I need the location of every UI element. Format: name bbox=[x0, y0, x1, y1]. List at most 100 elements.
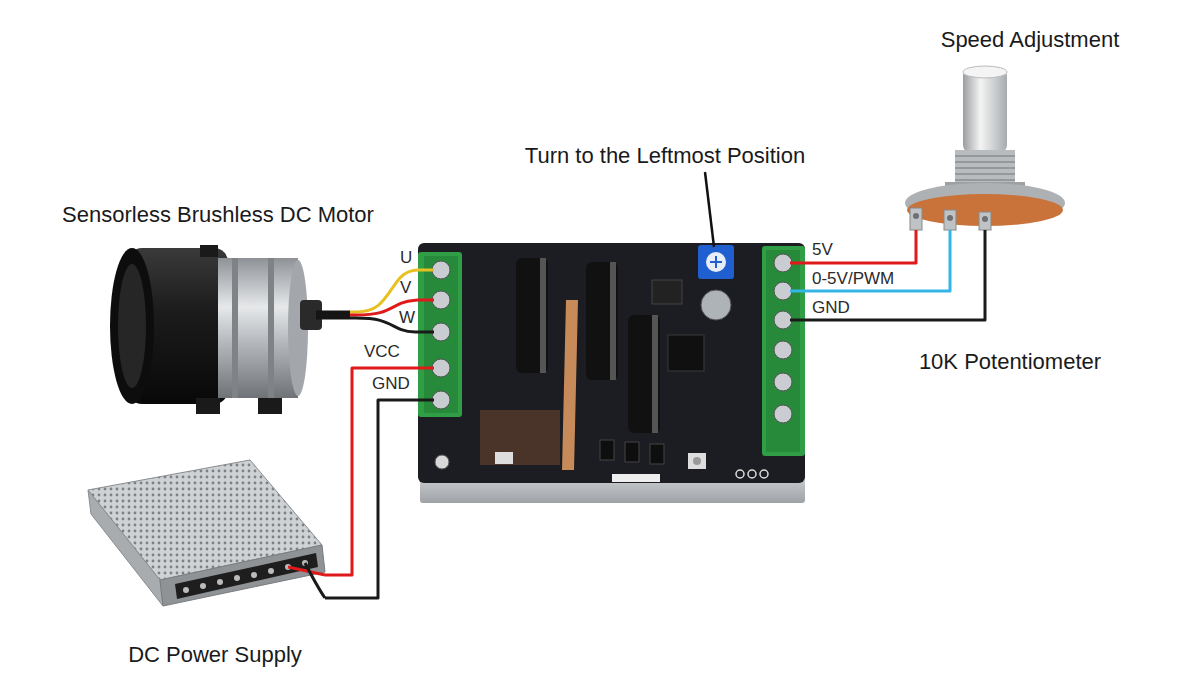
copper-pad bbox=[480, 410, 560, 465]
pot-shaft bbox=[963, 68, 1007, 153]
wire-label: 5V bbox=[812, 240, 833, 260]
motor-tab bbox=[200, 245, 218, 257]
terminal-screw bbox=[774, 282, 792, 300]
psu-side bbox=[88, 490, 163, 606]
terminal-screw bbox=[774, 254, 792, 272]
terminal-block bbox=[762, 246, 805, 456]
small-capacitor bbox=[701, 290, 731, 320]
terminal-screw bbox=[774, 373, 792, 391]
motor-body bbox=[218, 258, 298, 398]
transistor bbox=[600, 440, 614, 460]
wire bbox=[805, 230, 950, 291]
wire-end bbox=[418, 299, 434, 302]
header bbox=[612, 474, 660, 482]
component-node: Sensorless Brushless DC Motor bbox=[115, 240, 350, 415]
motor-intake bbox=[110, 248, 154, 404]
power-supply-illustration bbox=[88, 460, 325, 606]
psu-terminal bbox=[251, 572, 257, 578]
component-label: DC Power Supply bbox=[65, 642, 365, 668]
psu-terminal-strip bbox=[175, 553, 318, 599]
component-label: Turn to the Leftmost Position bbox=[455, 143, 875, 169]
wire-end bbox=[418, 269, 434, 272]
transistor bbox=[625, 442, 639, 462]
motor-illustration bbox=[110, 245, 350, 414]
terminal-screw bbox=[432, 359, 450, 377]
motor-rib bbox=[232, 258, 238, 398]
transistor bbox=[650, 444, 664, 464]
pot-thread bbox=[955, 156, 1015, 180]
wire-label: W bbox=[399, 308, 415, 328]
pin-hole bbox=[760, 470, 768, 478]
pot-pin bbox=[910, 208, 922, 230]
pot-shaft-top bbox=[963, 66, 1007, 78]
motor-rib bbox=[268, 258, 274, 398]
component-label: Speed Adjustment bbox=[880, 27, 1180, 53]
terminal-block-face bbox=[766, 250, 800, 452]
capacitor bbox=[586, 262, 618, 380]
trimpot-slot bbox=[715, 256, 717, 268]
pin-hole bbox=[736, 470, 744, 478]
wire-label: GND bbox=[372, 374, 410, 394]
pot-pin-hole bbox=[982, 216, 988, 222]
wire-end bbox=[790, 319, 805, 322]
motor-mount bbox=[196, 398, 220, 414]
capacitor-stripe bbox=[652, 315, 658, 433]
psu-front bbox=[160, 545, 325, 606]
terminal-screw bbox=[432, 261, 450, 279]
pot-pin-hole bbox=[947, 215, 953, 221]
psu-terminal bbox=[183, 587, 189, 593]
terminal-screw bbox=[774, 341, 792, 359]
wire bbox=[805, 230, 916, 263]
motor-cable bbox=[316, 311, 350, 320]
wire-end bbox=[418, 367, 434, 370]
wire-end bbox=[418, 331, 434, 334]
pcb bbox=[418, 243, 805, 483]
component-label: Sensorless Brushless DC Motor bbox=[18, 202, 418, 228]
pot-bushing bbox=[955, 150, 1015, 184]
component-node: DC Power Supply bbox=[85, 458, 325, 605]
component-node: Speed Adjustment10K Potentiometer bbox=[895, 60, 1080, 230]
terminal-screw bbox=[774, 405, 792, 423]
terminal-screw bbox=[432, 323, 450, 341]
pin-hole bbox=[748, 470, 756, 478]
capacitor bbox=[628, 315, 660, 433]
wire-label: GND bbox=[812, 298, 850, 318]
component-label: 10K Potentiometer bbox=[860, 349, 1160, 375]
pot-pin bbox=[944, 210, 956, 230]
wire-label: U bbox=[400, 248, 412, 268]
driver-board-illustration bbox=[418, 172, 805, 503]
smd-part bbox=[495, 452, 513, 464]
wire bbox=[805, 230, 985, 320]
wire bbox=[350, 270, 418, 312]
psu-terminal bbox=[217, 579, 223, 585]
wire-end bbox=[305, 563, 325, 598]
inductor bbox=[652, 280, 682, 304]
motor-intake-inner bbox=[118, 264, 146, 388]
terminal-screw bbox=[774, 311, 792, 329]
wire bbox=[325, 400, 418, 598]
psu-terminal bbox=[234, 575, 240, 581]
trimpot bbox=[698, 245, 734, 279]
terminal-screw bbox=[432, 391, 450, 409]
wire-label: V bbox=[400, 278, 411, 298]
wire-end bbox=[790, 290, 805, 293]
psu-terminal bbox=[200, 583, 206, 589]
copper-strip bbox=[562, 300, 578, 470]
wire-label: VCC bbox=[364, 342, 400, 362]
wire-label: 0-5V/PWM bbox=[812, 269, 894, 289]
terminal-block-face bbox=[424, 256, 458, 413]
motor-mount bbox=[258, 398, 282, 414]
capacitor-stripe bbox=[540, 258, 546, 373]
capacitor-stripe bbox=[610, 262, 616, 380]
pot-pin-hole bbox=[913, 213, 919, 219]
pot-pin bbox=[979, 212, 991, 230]
mounting-hole bbox=[435, 455, 449, 469]
button-cap bbox=[693, 457, 701, 465]
wire-end bbox=[790, 262, 805, 265]
leader-line bbox=[705, 172, 714, 247]
button bbox=[688, 453, 706, 469]
psu-terminal bbox=[268, 568, 274, 574]
